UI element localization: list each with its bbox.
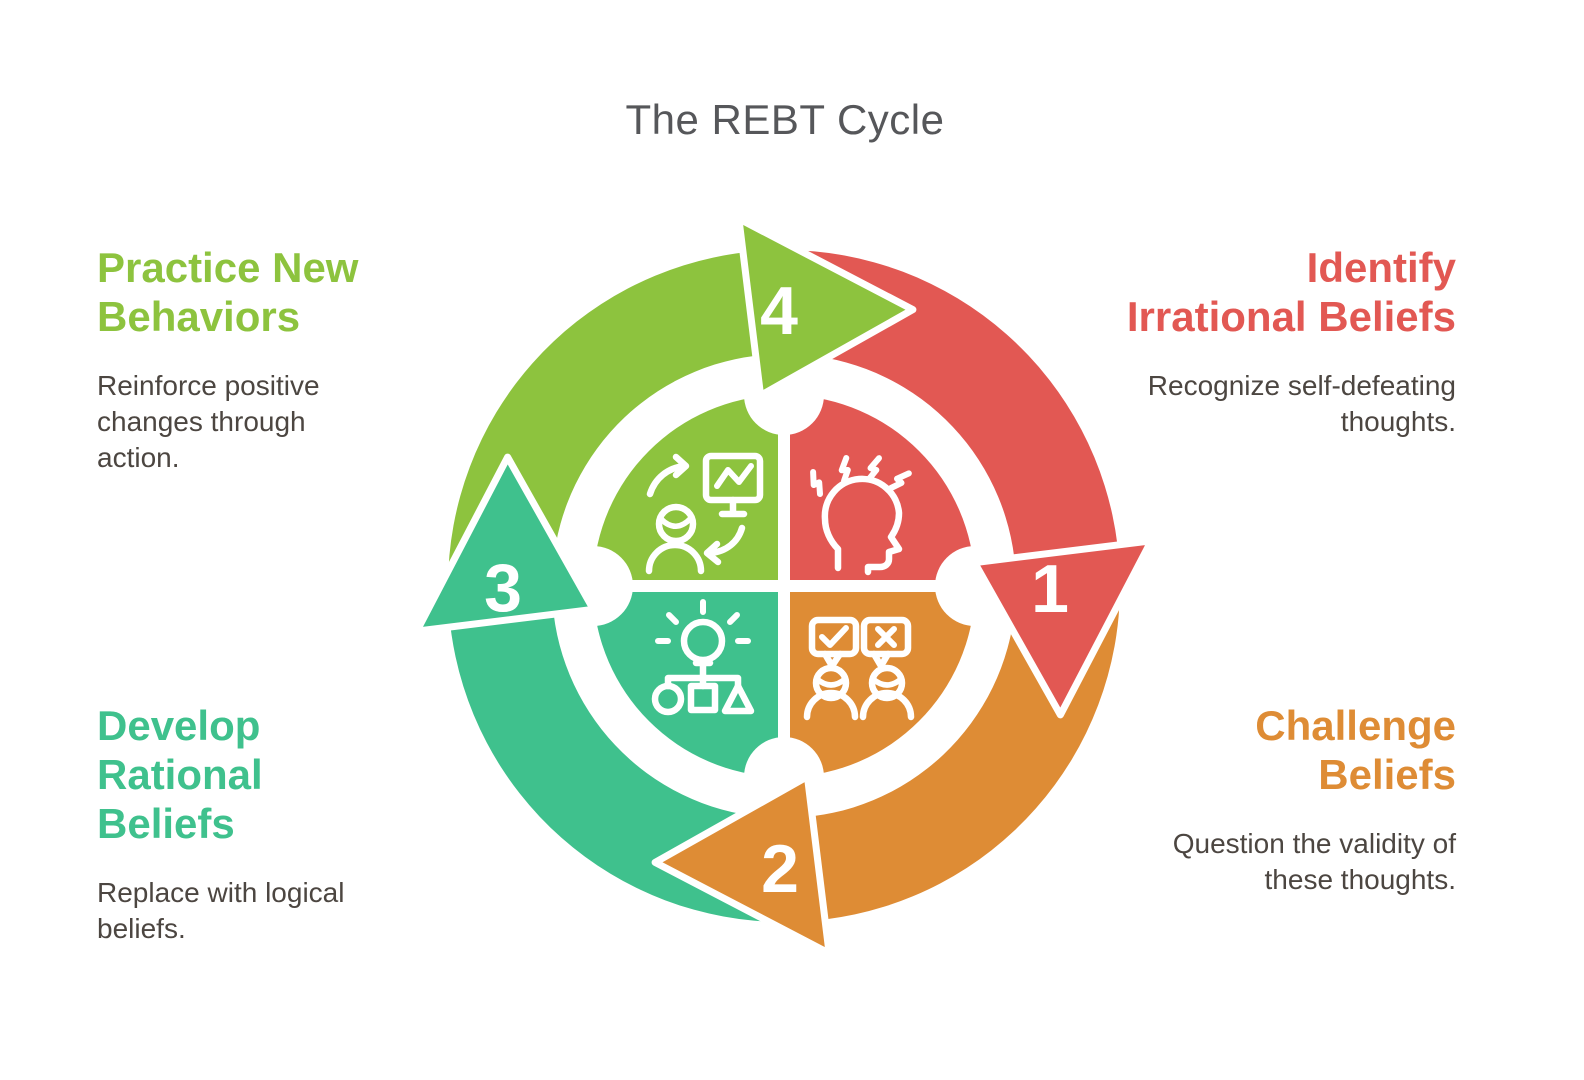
step-number-3: 3 — [484, 550, 522, 626]
step-number-4: 4 — [760, 273, 798, 349]
step-panel-2: Challenge Beliefs Question the validity … — [1116, 701, 1456, 898]
step-1-heading: Identify Irrational Beliefs — [1126, 244, 1456, 340]
arrowhead-step-1 — [971, 537, 1155, 719]
step-panel-4: Practice New Behaviors Reinforce positiv… — [97, 243, 369, 476]
idea-balance-icon — [651, 599, 755, 716]
arrowhead-step-4 — [735, 215, 917, 399]
step-number-1: 1 — [1031, 551, 1069, 627]
step-4-heading: Practice New Behaviors — [97, 244, 359, 340]
step-3-heading: Develop Rational Beliefs — [97, 702, 263, 847]
stressed-head-icon — [810, 455, 912, 576]
step-2-description: Question the validity of these thoughts. — [1172, 828, 1456, 895]
step-number-2: 2 — [761, 831, 799, 907]
step-panel-3: Develop Rational Beliefs Replace with lo… — [97, 701, 397, 947]
arrowhead-step-2 — [651, 773, 833, 957]
page-title: The REBT Cycle — [625, 96, 945, 143]
quadrant-step-3 — [593, 592, 778, 777]
practice-cycle-icon — [645, 452, 764, 575]
step-3-description: Replace with logical beliefs. — [97, 877, 345, 944]
step-4-description: Reinforce positive changes through actio… — [97, 370, 320, 473]
arrowhead-step-3 — [413, 453, 597, 635]
step-2-heading: Challenge Beliefs — [1255, 702, 1456, 798]
step-panel-1: Identify Irrational Beliefs Recognize se… — [1124, 243, 1456, 440]
step-1-description: Recognize self-defeating thoughts. — [1147, 370, 1456, 437]
quadrant-step-4 — [593, 395, 778, 580]
debate-check-x-icon — [803, 616, 915, 721]
